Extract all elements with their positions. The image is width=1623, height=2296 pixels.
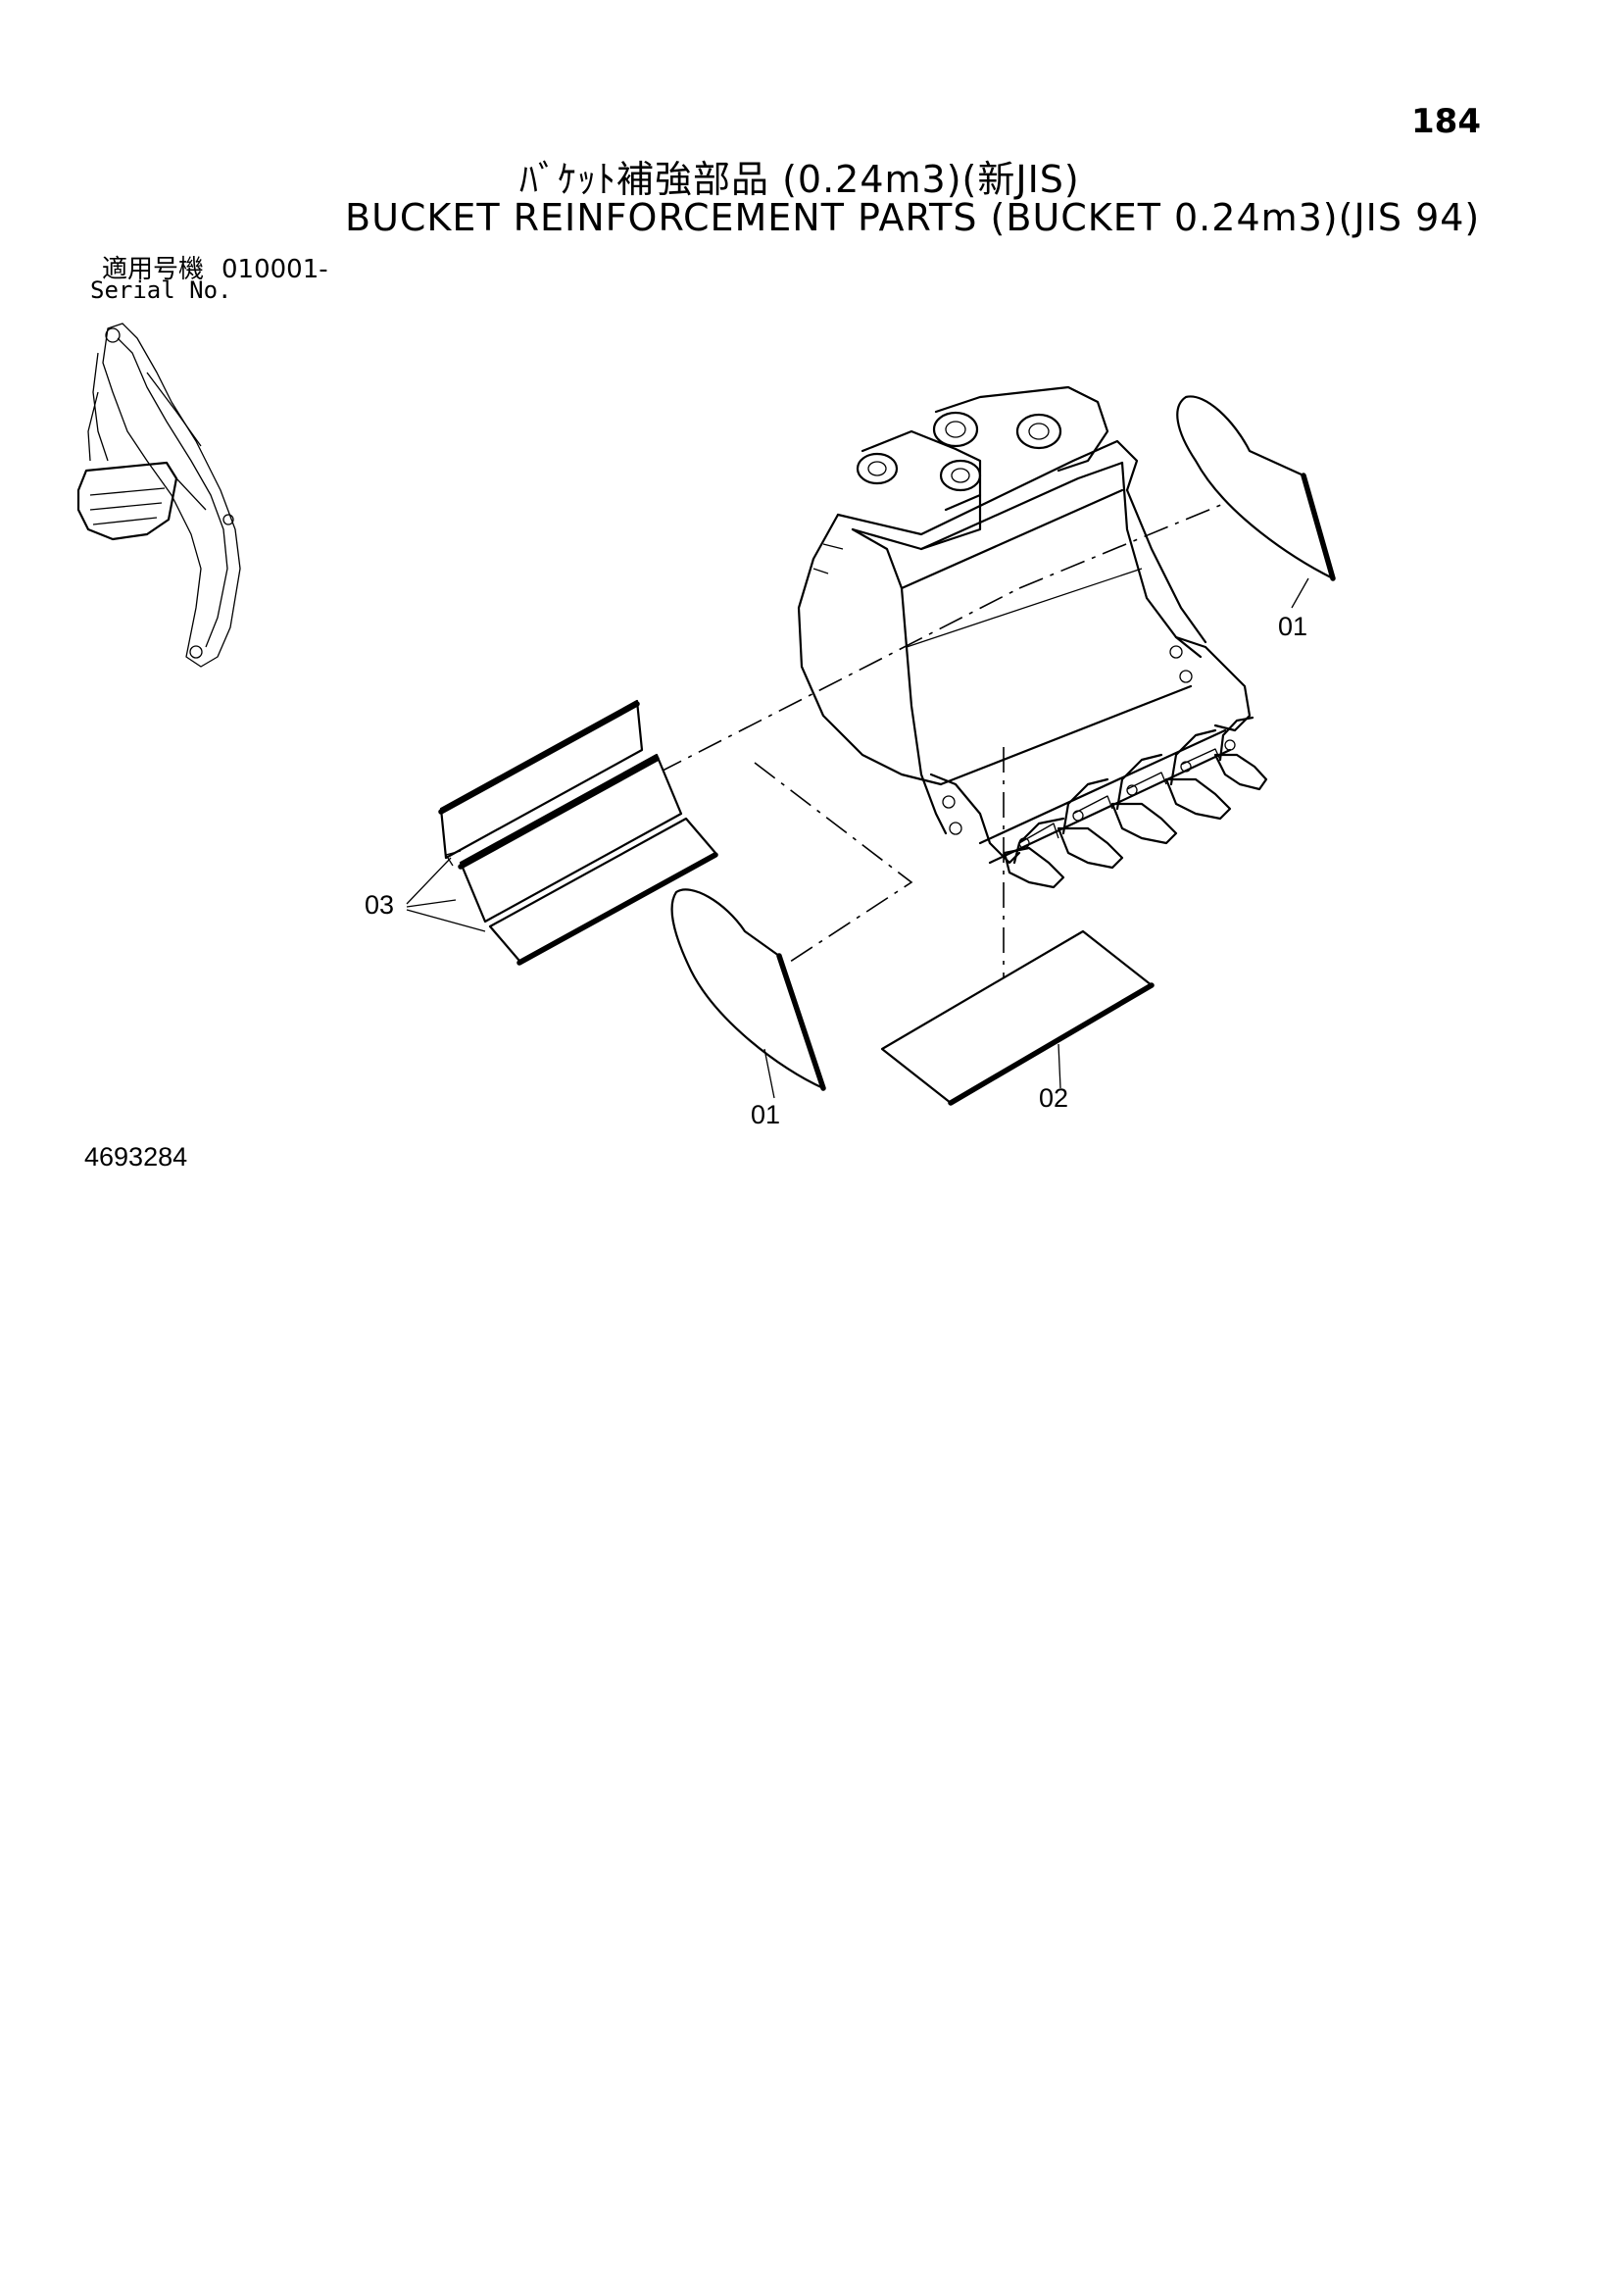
bucket-assembly [797, 385, 1268, 889]
side-plate-left [670, 888, 826, 1099]
title-english: BUCKET REINFORCEMENT PARTS (BUCKET 0.24m… [345, 196, 1481, 239]
callout-01-left: 01 [751, 1100, 781, 1129]
side-plate-right [1176, 395, 1336, 609]
document-number: 4693284 [84, 1142, 188, 1172]
callout-03: 03 [365, 890, 395, 920]
wear-strips [406, 699, 718, 966]
serial-label-jp-text: 適用号機 [102, 255, 205, 284]
title-japanese: ﾊﾞｹｯﾄ補強部品 (0.24m3)(新JIS) [519, 158, 1080, 201]
excavator-thumbnail [76, 323, 241, 668]
callout-01-right: 01 [1278, 612, 1308, 641]
serial-value: 010001- [221, 255, 328, 284]
bottom-plate [880, 929, 1155, 1106]
thumbnail-bucket-highlight [76, 461, 178, 541]
serial-label-english: Serial No. [90, 276, 232, 304]
centre-lines [577, 494, 1246, 1005]
page-number: 184 [1411, 102, 1481, 141]
serial-label-japanese: 適用号機 010001- [102, 249, 328, 285]
callout-02: 02 [1039, 1083, 1069, 1113]
